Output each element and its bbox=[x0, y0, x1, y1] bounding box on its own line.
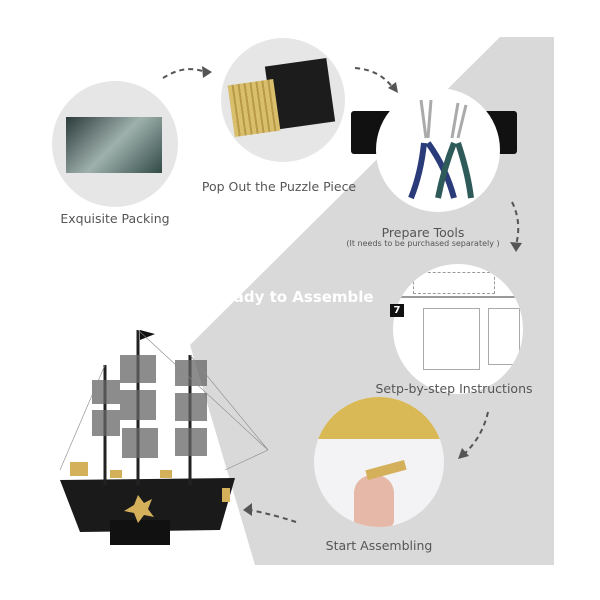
step-circle-assembling bbox=[314, 397, 444, 527]
step-label-instructions: Setp-by-step Instructions bbox=[375, 381, 533, 396]
instruction-diagram-main bbox=[423, 308, 480, 370]
arrow-2 bbox=[354, 67, 394, 89]
arrowhead-5 bbox=[243, 503, 252, 516]
step-circle-pop-out bbox=[221, 38, 345, 162]
arrowhead-2 bbox=[388, 82, 398, 93]
step-label-packing: Exquisite Packing bbox=[60, 211, 170, 226]
hand-image bbox=[354, 475, 394, 527]
instruction-diagram-top bbox=[413, 272, 495, 294]
step-label-tools: Prepare Tools bbox=[381, 225, 465, 240]
gold-piece-image bbox=[365, 459, 407, 481]
step-label-pop-out: Pop Out the Puzzle Piece bbox=[201, 179, 357, 194]
arrow-4 bbox=[462, 411, 489, 456]
arrow-5 bbox=[249, 509, 297, 523]
arrowhead-4 bbox=[458, 448, 469, 459]
gold-sheet-image bbox=[314, 397, 444, 439]
step-circle-instructions bbox=[393, 264, 523, 394]
step-circle-tools bbox=[376, 88, 500, 212]
arrow-1 bbox=[162, 68, 206, 79]
ship-illustration bbox=[59, 329, 269, 545]
gold-sheet-image bbox=[227, 79, 281, 137]
step-circle-packing bbox=[52, 81, 178, 207]
step-label-assembling: Start Assembling bbox=[325, 538, 433, 553]
step-number-badge: 7 bbox=[390, 304, 404, 317]
instruction-diagram-side bbox=[488, 308, 520, 365]
packaging-box-image bbox=[66, 117, 162, 173]
arrow-3 bbox=[511, 201, 520, 246]
arrowhead-1 bbox=[202, 66, 212, 78]
arrowhead-3 bbox=[510, 242, 522, 252]
pliers-icon bbox=[408, 99, 474, 200]
ready-to-assemble-banner: Ready to Assemble bbox=[212, 288, 374, 306]
instruction-divider bbox=[393, 296, 523, 298]
step-note-tools: (It needs to be purchased separately ) bbox=[346, 239, 500, 248]
